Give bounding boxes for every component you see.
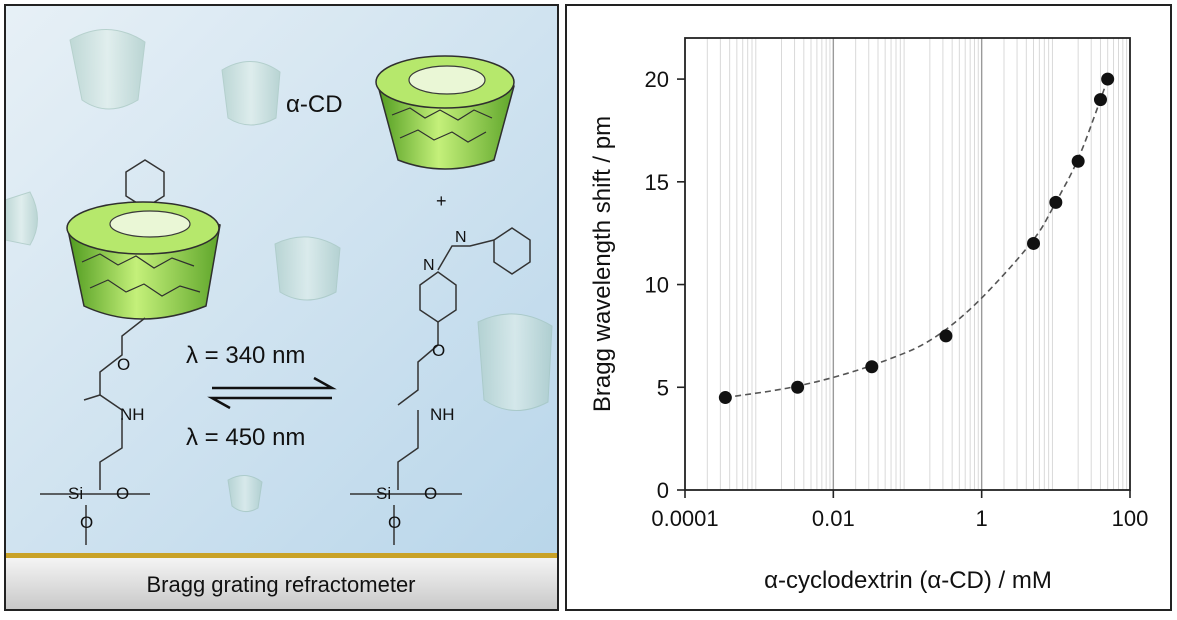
plot-area-frame xyxy=(684,37,1131,491)
plus-sign: + xyxy=(436,191,447,211)
data-point xyxy=(1027,236,1041,250)
right-silane-o-label: O xyxy=(424,484,437,503)
glucose-pattern xyxy=(391,107,493,143)
data-point xyxy=(791,380,805,394)
background-cyclodextrins xyxy=(4,29,553,512)
x-tick-label: 100 xyxy=(1112,506,1149,531)
chart-xticks: 0.0001 0.01 1 100 xyxy=(651,490,1148,531)
left-linker xyxy=(40,317,150,545)
right-anchor-o-label: O xyxy=(388,513,401,532)
data-point xyxy=(865,360,879,374)
forward-arrow xyxy=(212,376,337,390)
gold-layer xyxy=(5,553,558,558)
chart-panel: 0 5 10 15 20 0.0001 0.01 1 100 α-cyclodextrin (… xyxy=(565,4,1172,611)
y-tick-label: 5 xyxy=(657,375,669,400)
phenyl-ring xyxy=(125,159,165,209)
chart-grid xyxy=(706,38,1128,490)
free-alpha-cd xyxy=(375,55,515,170)
data-point xyxy=(1071,154,1085,168)
ghost-cyclodextrin xyxy=(227,475,263,512)
x-tick-label: 0.01 xyxy=(812,506,855,531)
right-silane-si-label: Si xyxy=(376,484,391,503)
chart-yticks: 0 5 10 15 20 xyxy=(645,67,685,503)
y-tick-label: 10 xyxy=(645,273,669,298)
data-point xyxy=(1101,72,1115,86)
y-tick-label: 20 xyxy=(645,67,669,92)
x-tick-label: 1 xyxy=(976,506,988,531)
right-oxygen-label: O xyxy=(432,341,445,360)
substrate-base xyxy=(5,558,558,610)
chart-fit xyxy=(725,78,1109,399)
fit-curve xyxy=(725,78,1109,399)
y-tick-label: 15 xyxy=(645,170,669,195)
y-tick-label: 0 xyxy=(657,478,669,503)
bound-cd-cavity xyxy=(109,210,191,238)
glucose-pattern xyxy=(81,253,201,297)
left-silane-si-label: Si xyxy=(68,484,83,503)
x-axis-label: α-cyclodextrin (α-CD) / mM xyxy=(764,567,1052,594)
scheme-panel: O NH Si O O + N N O NH Si O O α-CD λ = 3… xyxy=(4,4,559,611)
reverse-wavelength-label: λ = 450 nm xyxy=(186,424,305,451)
ghost-cyclodextrin xyxy=(477,313,553,411)
ghost-cyclodextrin xyxy=(69,29,146,110)
forward-wavelength-label: λ = 340 nm xyxy=(186,342,305,369)
left-silane-o-label: O xyxy=(116,484,129,503)
left-amide-label: NH xyxy=(120,405,145,424)
ghost-cyclodextrin xyxy=(221,61,281,126)
data-point xyxy=(1049,195,1063,209)
chart-points xyxy=(718,72,1115,405)
azo-n-label: N xyxy=(423,257,435,274)
data-point xyxy=(718,391,732,405)
bound-alpha-cd xyxy=(66,159,221,320)
scheme-frame xyxy=(4,4,559,611)
ghost-cyclodextrin xyxy=(274,236,341,301)
reverse-arrow xyxy=(207,396,332,410)
left-oxygen-label: O xyxy=(117,355,130,374)
alpha-cd-label: α-CD xyxy=(286,91,343,118)
x-tick-label: 0.0001 xyxy=(651,506,718,531)
azo-n-label: N xyxy=(455,229,467,246)
y-axis-label: Bragg wavelength shift / pm xyxy=(589,116,616,412)
substrate-label: Bragg grating refractometer xyxy=(146,572,415,597)
right-amide-label: NH xyxy=(430,405,455,424)
alpha-cd-cavity xyxy=(408,65,486,95)
data-point xyxy=(1093,93,1107,107)
ghost-cyclodextrin xyxy=(4,191,38,246)
data-point xyxy=(939,329,953,343)
left-anchor-o-label: O xyxy=(80,513,93,532)
right-azobenzene xyxy=(350,227,531,545)
equilibrium-arrows: λ = 340 nm λ = 450 nm xyxy=(186,342,337,451)
